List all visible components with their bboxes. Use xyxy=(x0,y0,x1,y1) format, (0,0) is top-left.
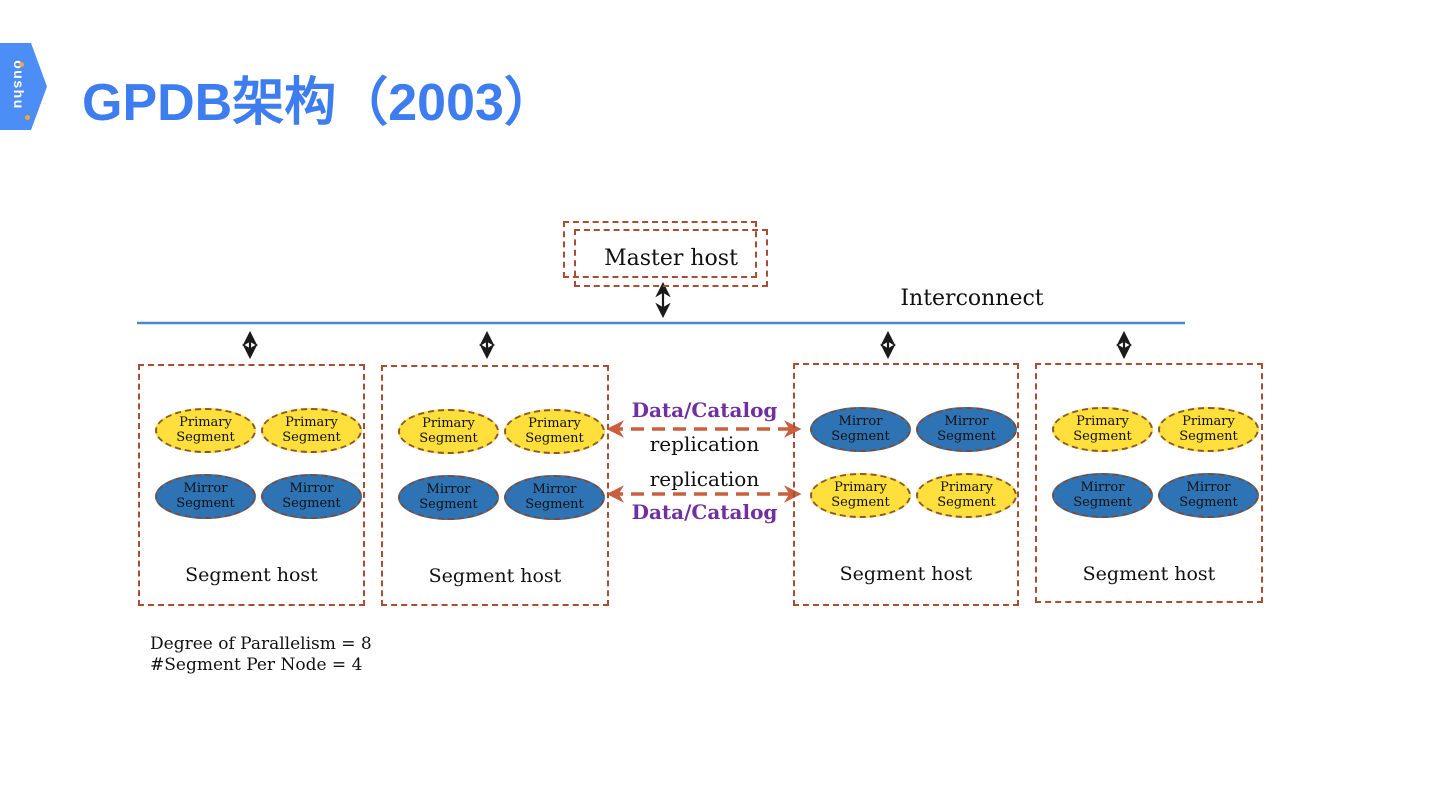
mirror-segment-ellipse: Mirror Segment xyxy=(810,407,911,452)
primary-segment-ellipse: Primary Segment xyxy=(398,409,499,454)
primary-segment-label: Primary Segment xyxy=(419,415,478,446)
replication-word-label-bottom: replication xyxy=(649,467,760,491)
mirror-segment-ellipse: Mirror Segment xyxy=(1158,473,1259,518)
primary-segment-label: Primary Segment xyxy=(937,479,996,510)
master-host-box: Master host xyxy=(574,229,768,287)
parallelism-notes: Degree of Parallelism = 8 #Segment Per N… xyxy=(150,634,372,676)
primary-segment-ellipse: Primary Segment xyxy=(261,408,362,453)
primary-segment-ellipse: Primary Segment xyxy=(1052,407,1153,452)
primary-segment-label: Primary Segment xyxy=(525,415,584,446)
mirror-segment-label: Mirror Segment xyxy=(1073,479,1132,510)
primary-segment-label: Primary Segment xyxy=(1073,413,1132,444)
primary-segment-label: Primary Segment xyxy=(282,414,341,445)
master-host-box-outer xyxy=(563,221,757,278)
mirror-segment-label: Mirror Segment xyxy=(419,481,478,512)
primary-segment-label: Primary Segment xyxy=(831,479,890,510)
mirror-segment-ellipse: Mirror Segment xyxy=(398,475,499,520)
primary-segment-ellipse: Primary Segment xyxy=(810,473,911,518)
degree-of-parallelism-note: Degree of Parallelism = 8 xyxy=(150,634,372,654)
mirror-segment-ellipse: Mirror Segment xyxy=(1052,473,1153,518)
replication-data-catalog-label-bottom: Data/Catalog xyxy=(631,500,778,524)
mirror-segment-ellipse: Mirror Segment xyxy=(916,407,1017,452)
logo-accent-dot-icon xyxy=(25,115,30,120)
segment-host-label: Segment host xyxy=(428,565,562,587)
primary-segment-ellipse: Primary Segment xyxy=(504,409,605,454)
mirror-segment-label: Mirror Segment xyxy=(282,480,341,511)
mirror-segment-ellipse: Mirror Segment xyxy=(261,474,362,519)
oushu-logo-text: oushu xyxy=(11,60,27,110)
master-host-label: Master host xyxy=(604,245,738,271)
segment-host-label: Segment host xyxy=(839,563,973,585)
mirror-segment-label: Mirror Segment xyxy=(176,480,235,511)
mirror-segment-ellipse: Mirror Segment xyxy=(155,474,256,519)
replication-word-label-top: replication xyxy=(649,432,760,456)
segment-host-label: Segment host xyxy=(1082,563,1216,585)
primary-segment-ellipse: Primary Segment xyxy=(916,473,1017,518)
mirror-segment-label: Mirror Segment xyxy=(831,413,890,444)
replication-data-catalog-label-top: Data/Catalog xyxy=(631,398,778,422)
interconnect-label: Interconnect xyxy=(900,286,1044,311)
mirror-segment-label: Mirror Segment xyxy=(937,413,996,444)
segment-host-label: Segment host xyxy=(185,564,318,586)
primary-segment-label: Primary Segment xyxy=(1179,413,1238,444)
mirror-segment-label: Mirror Segment xyxy=(1179,479,1238,510)
primary-segment-ellipse: Primary Segment xyxy=(155,408,256,453)
primary-segment-ellipse: Primary Segment xyxy=(1158,407,1259,452)
primary-segment-label: Primary Segment xyxy=(176,414,235,445)
logo-accent-dot-icon xyxy=(19,62,24,67)
slide-title: GPDB架构（2003） xyxy=(82,74,556,132)
mirror-segment-ellipse: Mirror Segment xyxy=(504,475,605,520)
mirror-segment-label: Mirror Segment xyxy=(525,481,584,512)
segments-per-node-note: #Segment Per Node = 4 xyxy=(150,655,363,675)
oushu-logo: oushu xyxy=(0,43,47,130)
